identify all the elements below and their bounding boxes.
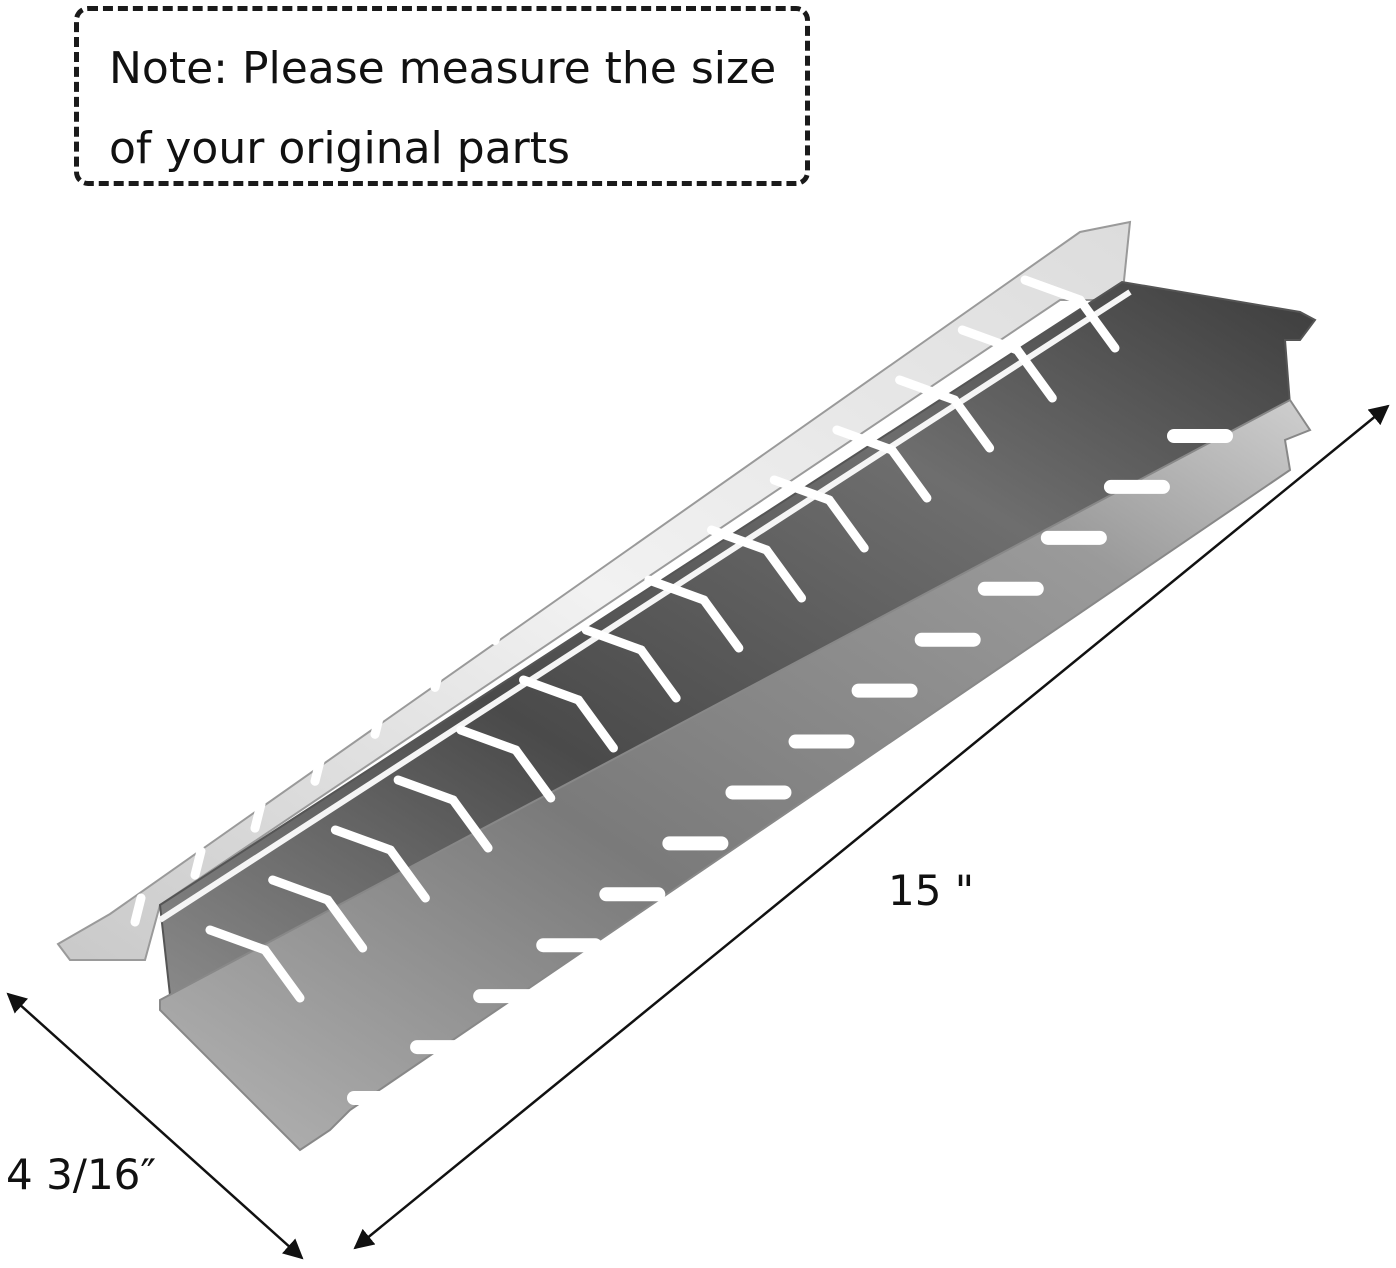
- upper-slot: [550, 565, 566, 599]
- ridge-slot-left: [1020, 275, 1085, 305]
- note-line-1: Note: Please measure the size: [109, 43, 777, 94]
- width-arrow: [6, 992, 304, 1260]
- heat-plate: [56, 220, 1317, 1152]
- note-text: Note: Please measure the size of your ori…: [109, 29, 785, 189]
- ridge-slot-left: [957, 325, 1022, 355]
- ridge-slot-right: [1075, 295, 1120, 353]
- upper-slot: [490, 611, 506, 645]
- upper-slot: [130, 893, 146, 927]
- ridge-slot-right: [260, 945, 305, 1003]
- upper-slot: [790, 377, 806, 411]
- upper-slot: [310, 752, 326, 786]
- length-dimension: [353, 404, 1390, 1250]
- width-label: 4 3/16″: [6, 1150, 157, 1199]
- upper-slot: [850, 330, 866, 364]
- upper-slot: [370, 705, 386, 739]
- length-arrow: [353, 404, 1390, 1250]
- upper-slot: [430, 658, 446, 692]
- length-label: 15 ": [888, 866, 975, 915]
- ridge-slot-left: [268, 875, 333, 905]
- upper-slot: [250, 799, 266, 833]
- ridge-slot-left: [205, 925, 270, 955]
- upper-slot: [190, 846, 206, 880]
- upper-slot: [670, 471, 686, 505]
- ridge-slot-right: [1012, 345, 1057, 403]
- upper-slot: [730, 424, 746, 458]
- note-line-2: of your original parts: [109, 123, 570, 174]
- upper-slot: [910, 283, 926, 317]
- upper-slot: [610, 518, 626, 552]
- note-box: Note: Please measure the size of your ori…: [74, 6, 810, 186]
- ridge-slot-left: [895, 375, 960, 405]
- width-dimension: [6, 992, 304, 1260]
